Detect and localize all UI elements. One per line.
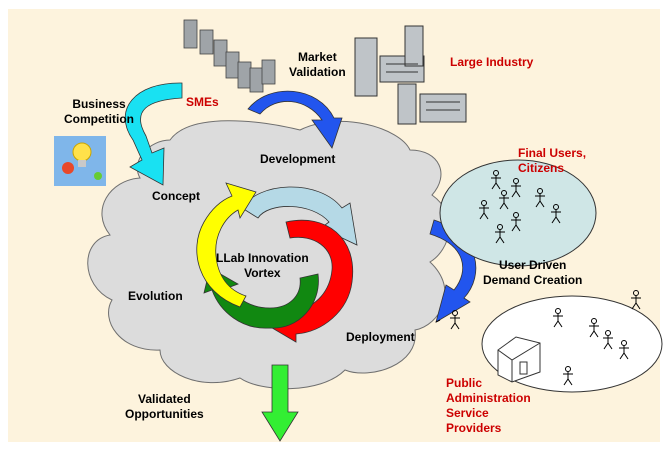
label-line: LLab Innovation bbox=[216, 251, 309, 265]
factory-icon bbox=[354, 37, 378, 97]
stick-figure-icon bbox=[450, 310, 460, 330]
business-arrow bbox=[124, 82, 183, 186]
small-building-icon bbox=[261, 59, 276, 85]
stick-figure-icon bbox=[535, 188, 545, 208]
label-line: Validation bbox=[289, 65, 346, 79]
label-line: Vortex bbox=[244, 266, 281, 280]
label-line: Service bbox=[446, 406, 489, 420]
final-users-label: Final Users, Citizens bbox=[518, 146, 586, 176]
market-validation-label: Market Validation bbox=[289, 50, 346, 80]
label-line: Competition bbox=[64, 112, 134, 126]
label-line: User Driven bbox=[498, 258, 567, 272]
validated-opportunities-arrow bbox=[261, 364, 299, 442]
small-building-icon bbox=[199, 29, 214, 55]
small-building-icon bbox=[225, 51, 240, 79]
label-line: Business bbox=[72, 97, 126, 111]
factory-icon bbox=[419, 93, 467, 123]
stick-figure-icon bbox=[491, 170, 501, 190]
development-label: Development bbox=[260, 152, 336, 166]
sme-development-arrow bbox=[247, 90, 343, 149]
stick-figure-icon bbox=[511, 212, 521, 232]
stick-figure-icon bbox=[479, 200, 489, 220]
label-line: Providers bbox=[446, 421, 502, 435]
label-line: Administration bbox=[446, 391, 531, 405]
factory-icon bbox=[379, 55, 425, 83]
vortex-label: LLab Innovation Vortex bbox=[216, 251, 309, 281]
small-building-icon bbox=[237, 61, 252, 89]
stick-figure-icon bbox=[603, 330, 613, 350]
small-building-icon bbox=[249, 67, 264, 93]
user-driven-label: User Driven Demand Creation bbox=[483, 258, 582, 288]
factory-icon bbox=[404, 25, 424, 67]
label-line: Citizens bbox=[518, 161, 565, 175]
small-building-icon bbox=[183, 19, 198, 49]
label-line: Demand Creation bbox=[483, 273, 583, 287]
people-group bbox=[450, 170, 641, 386]
house-icon bbox=[497, 336, 541, 383]
label-line: Opportunities bbox=[125, 407, 204, 421]
stick-figure-icon bbox=[511, 178, 521, 198]
factory-icon bbox=[397, 83, 417, 125]
stick-figure-icon bbox=[551, 204, 561, 224]
stick-figure-icon bbox=[499, 190, 509, 210]
public-administration-label: Public Administration Service Providers bbox=[446, 376, 531, 436]
evolution-label: Evolution bbox=[128, 289, 183, 303]
stick-figure-icon bbox=[631, 290, 641, 310]
stick-figure-icon bbox=[563, 366, 573, 386]
innovation-cloud bbox=[87, 120, 450, 390]
label-line: Market bbox=[298, 50, 337, 64]
stick-figure-icon bbox=[619, 340, 629, 360]
sme-icon-group bbox=[183, 19, 276, 93]
large-industry-label: Large Industry bbox=[450, 55, 534, 69]
industry-icon-group bbox=[354, 25, 467, 125]
smes-label: SMEs bbox=[186, 95, 219, 109]
business-competition-label: Business Competition bbox=[64, 97, 134, 127]
deployment-label: Deployment bbox=[346, 330, 415, 344]
lightbulb-balloon-icon bbox=[54, 136, 106, 186]
vortex-concept-arrow bbox=[196, 182, 257, 308]
stick-figure-icon bbox=[495, 224, 505, 244]
stick-figure-icon bbox=[589, 318, 599, 338]
label-line: Validated bbox=[137, 392, 191, 406]
vortex-evolution-arrow bbox=[203, 267, 319, 329]
label-line: Public bbox=[446, 376, 483, 390]
small-building-icon bbox=[213, 39, 228, 67]
concept-label: Concept bbox=[152, 189, 200, 203]
validated-opportunities-label: Validated Opportunities bbox=[125, 392, 204, 422]
stick-figure-icon bbox=[553, 308, 563, 328]
label-line: Final Users, bbox=[518, 146, 587, 160]
